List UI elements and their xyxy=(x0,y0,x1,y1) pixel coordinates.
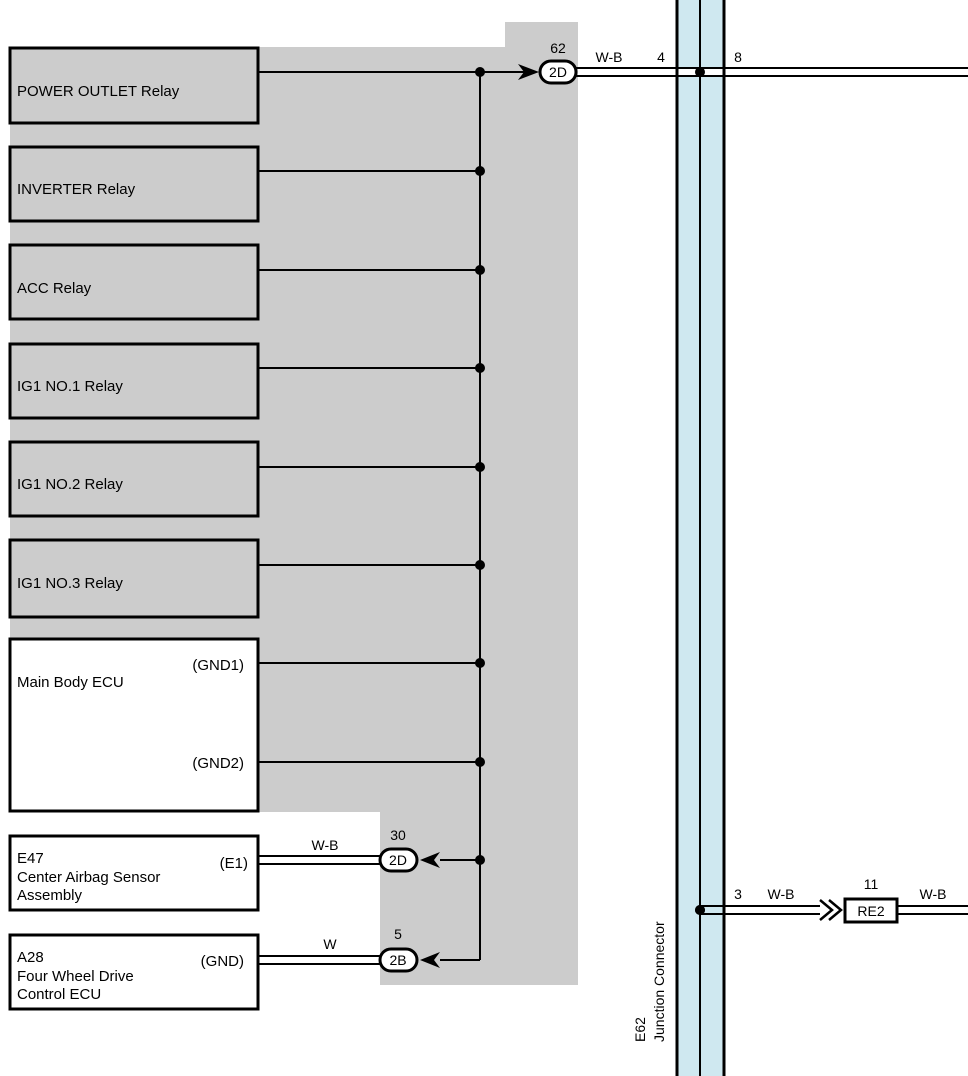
airbag-sensor-pin: (E1) xyxy=(220,855,248,872)
ig1-no1-relay-label: IG1 NO.1 Relay xyxy=(17,378,123,395)
fwd-ecu-code: A28 xyxy=(17,949,44,966)
main-body-ecu-gnd1-pin: (GND1) xyxy=(192,657,244,674)
top-wire-color: W-B xyxy=(596,49,623,65)
acc-relay-label: ACC Relay xyxy=(17,280,92,297)
jc-pin-8: 8 xyxy=(734,49,742,65)
ig1-no3-relay-box xyxy=(8,538,260,619)
fwd-wire-color: W xyxy=(323,936,337,952)
ig1-no1-relay-box xyxy=(8,342,260,420)
re2-double-wire xyxy=(700,905,968,915)
connector-arrow-icon xyxy=(420,852,440,868)
main-body-ecu-box xyxy=(8,637,260,813)
connector-2b-fwd-id: 2B xyxy=(389,952,406,968)
connector-2d-airbag-pin: 30 xyxy=(390,827,406,843)
junction-connector-name: Junction Connector xyxy=(651,921,667,1042)
airbag-wire-color: W-B xyxy=(312,837,339,853)
jc-pin-4: 4 xyxy=(657,49,665,65)
fwd-ecu-name-2: Control ECU xyxy=(17,986,101,1003)
jc-pin-3: 3 xyxy=(734,886,742,902)
connector-arrow-icon xyxy=(518,64,539,80)
splice-point xyxy=(475,462,485,472)
connector-re2-pin: 11 xyxy=(864,876,879,892)
connector-chevron-icon xyxy=(819,899,843,921)
fwd-ecu-box xyxy=(8,933,260,1011)
splice-point xyxy=(475,757,485,767)
re2-wire-in-color: W-B xyxy=(768,886,795,902)
inverter-relay-label: INVERTER Relay xyxy=(17,181,136,198)
fwd-ecu-name-1: Four Wheel Drive xyxy=(17,968,134,985)
junction-connector-code: E62 xyxy=(632,1017,648,1042)
connector-2d-airbag xyxy=(378,847,419,873)
acc-relay-box xyxy=(8,243,260,321)
component-boxes xyxy=(8,46,260,1011)
airbag-sensor-box xyxy=(8,834,260,912)
ig1-no3-relay-label: IG1 NO.3 Relay xyxy=(17,575,123,592)
ground-bus-wires xyxy=(258,71,528,961)
connector-2d-top-pin: 62 xyxy=(550,40,566,56)
main-body-ecu-gnd2-pin: (GND2) xyxy=(192,755,244,772)
splice-point xyxy=(475,265,485,275)
power-outlet-relay-label: POWER OUTLET Relay xyxy=(17,83,180,100)
connector-2d-airbag-id: 2D xyxy=(389,852,407,868)
power-outlet-relay-box xyxy=(8,46,260,125)
connector-arrow-icon xyxy=(420,952,440,968)
airbag-sensor-name-2: Assembly xyxy=(17,887,83,904)
connector-2d-top-id: 2D xyxy=(549,64,567,80)
fwd-ecu-pin: (GND) xyxy=(201,953,244,970)
splice-point xyxy=(475,560,485,570)
airbag-double-wire xyxy=(258,855,380,865)
inverter-relay-box xyxy=(8,145,260,223)
connector-re2-id: RE2 xyxy=(857,903,884,919)
fwd-double-wire xyxy=(258,955,380,965)
ig1-no2-relay-label: IG1 NO.2 Relay xyxy=(17,476,123,493)
re2-wire-out-color: W-B xyxy=(920,886,947,902)
connector-re2 xyxy=(843,897,899,924)
airbag-sensor-code: E47 xyxy=(17,850,44,867)
splice-point xyxy=(475,166,485,176)
junction-connector-bar xyxy=(675,0,726,1076)
splice-point xyxy=(475,855,485,865)
ig1-no2-relay-box xyxy=(8,440,260,518)
connector-2b-fwd-pin: 5 xyxy=(394,926,402,942)
connector-2b-fwd xyxy=(378,947,419,973)
main-body-ecu-label: Main Body ECU xyxy=(17,674,124,691)
splice-point xyxy=(475,658,485,668)
airbag-sensor-name-1: Center Airbag Sensor xyxy=(17,869,160,886)
splice-point xyxy=(475,67,485,77)
splice-point xyxy=(475,363,485,373)
connector-2d-top xyxy=(538,59,578,85)
